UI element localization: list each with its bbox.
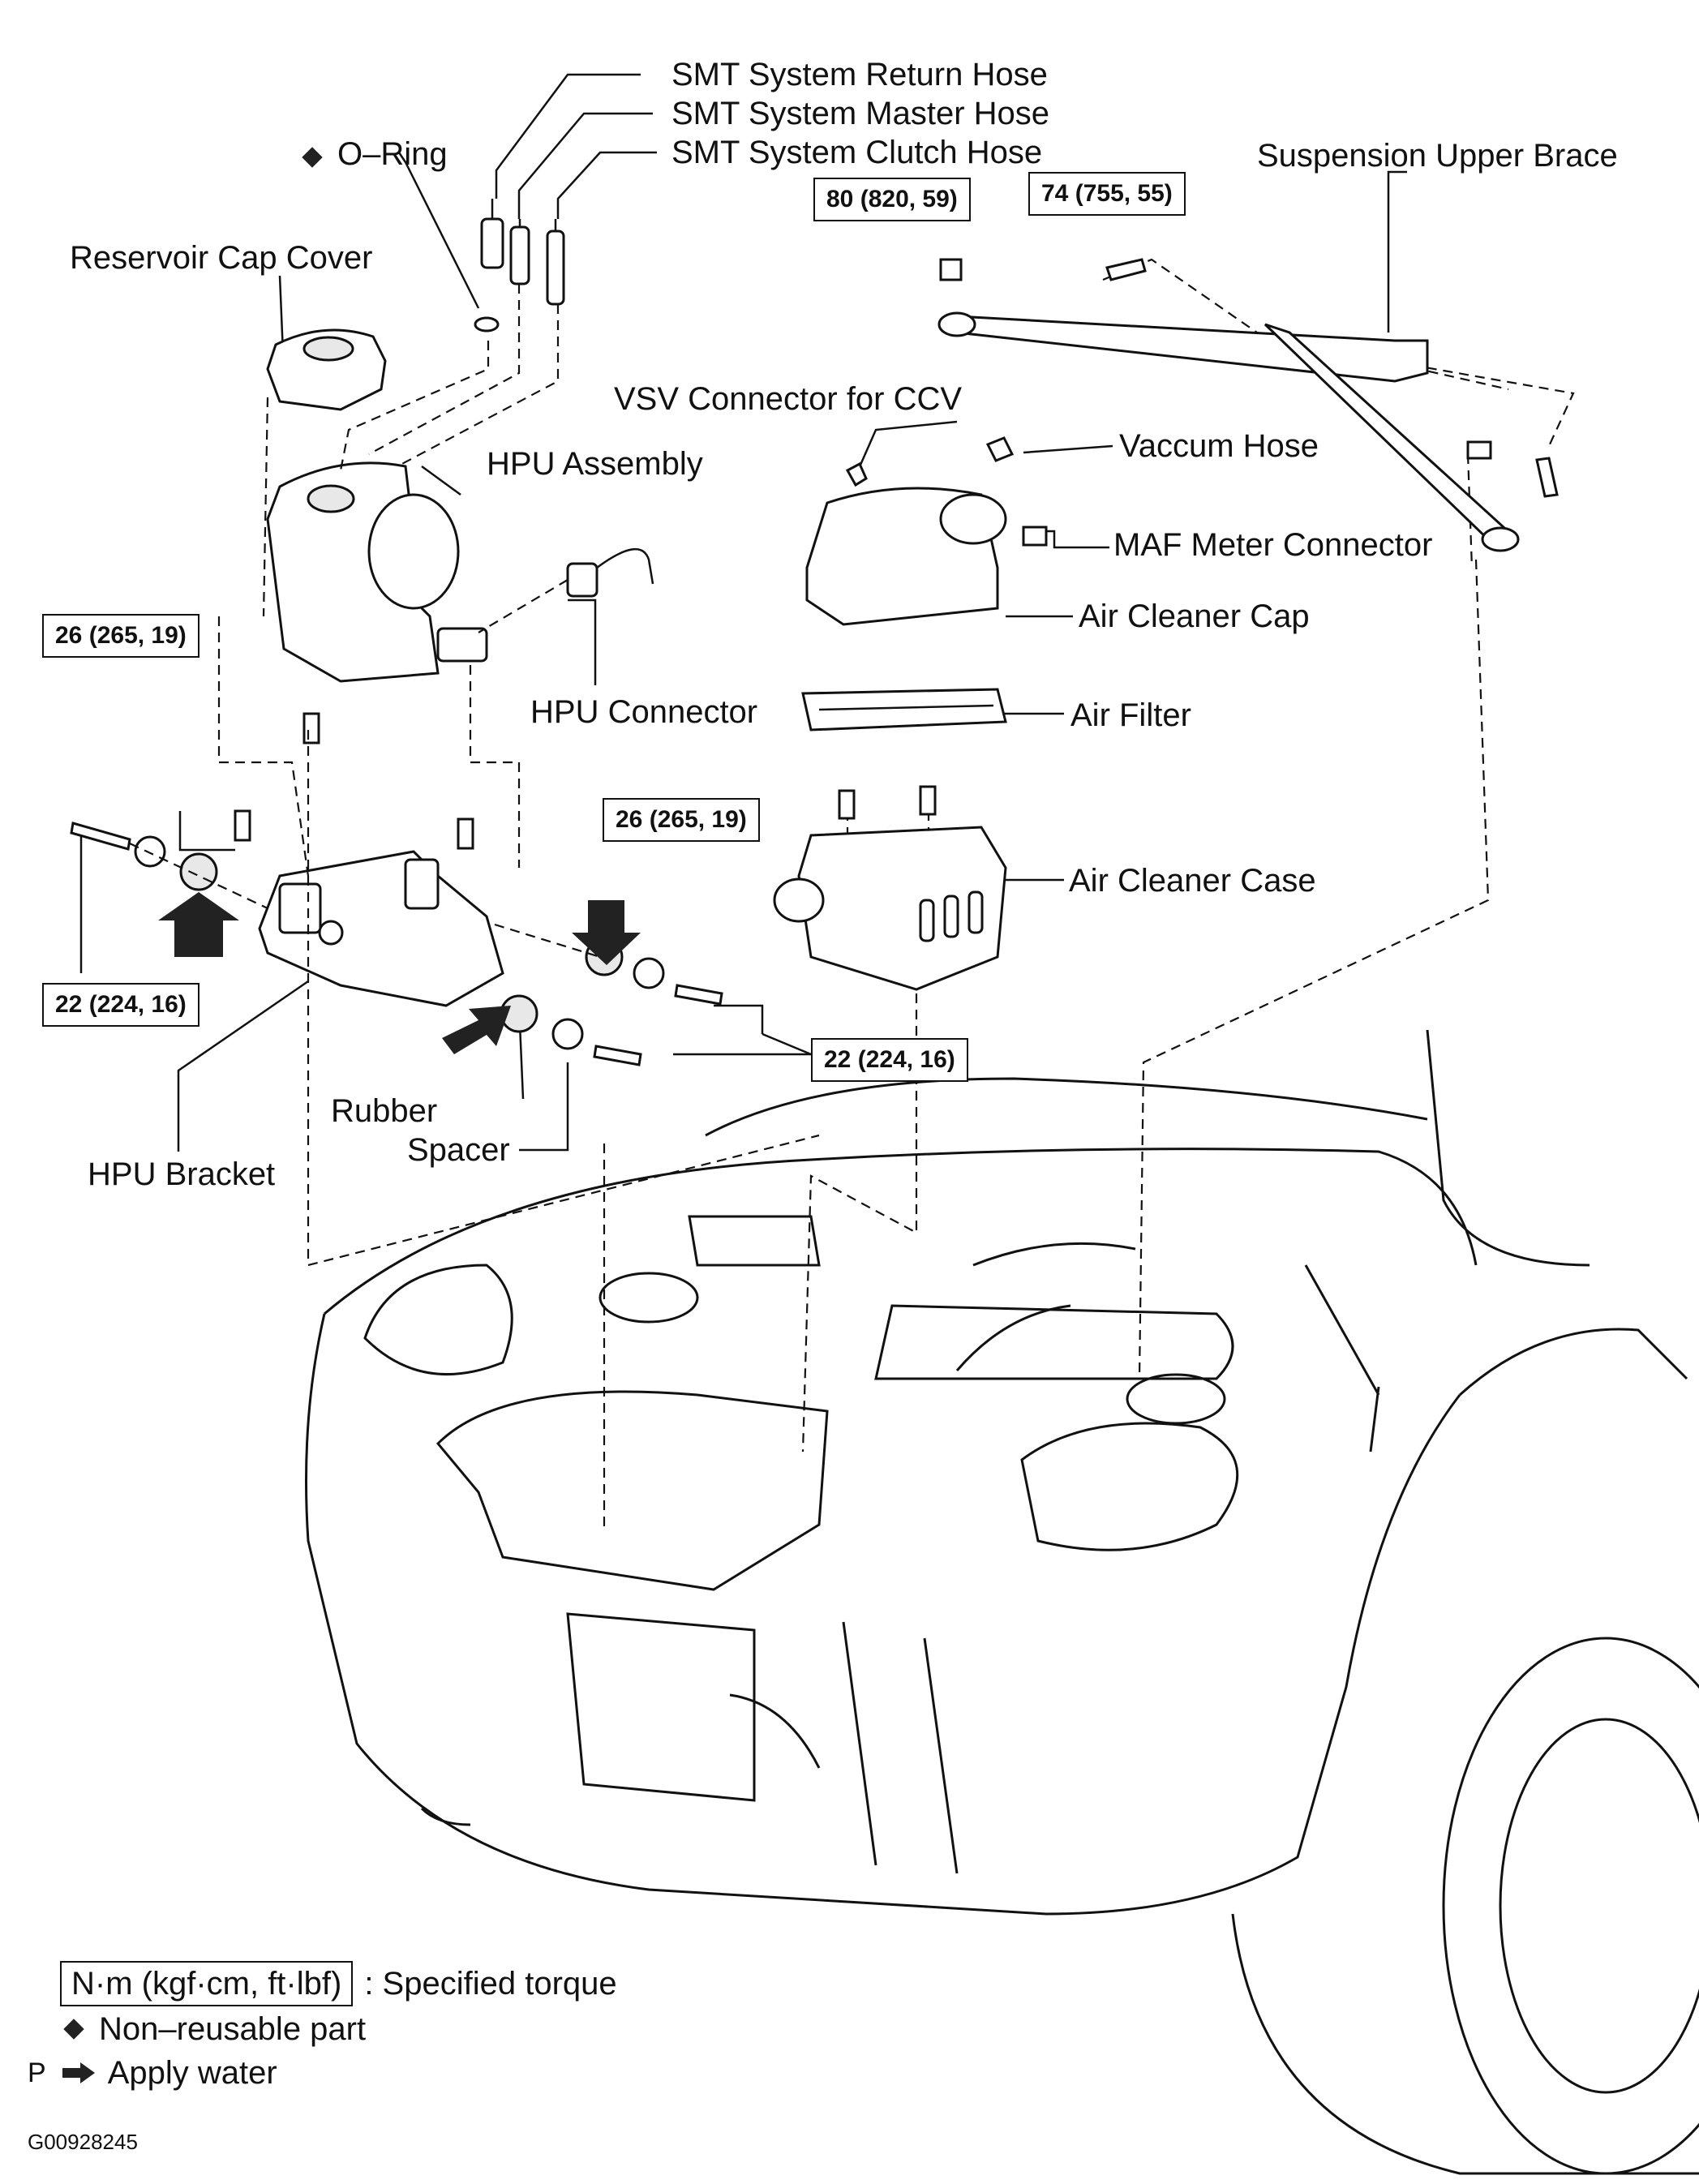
air-cleaner [773, 436, 1048, 991]
air-filter-label: Air Filter [1070, 697, 1191, 733]
bolts-rubbers [70, 712, 723, 1066]
reservoir-cap-cover-label: Reservoir Cap Cover [70, 240, 373, 276]
p-marker: P [28, 2057, 46, 2088]
smt-clutch-hose-label: SMT System Clutch Hose [671, 135, 1043, 170]
legend-nonreusable: Non–reusable part [60, 2013, 366, 2045]
rubber-label: Rubber [331, 1093, 438, 1129]
air-filter-icon [801, 688, 1007, 732]
reservoir-cap-cover [266, 328, 387, 411]
air-cleaner-cap-label: Air Cleaner Cap [1079, 599, 1310, 634]
vsv-connector-label: VSV Connector for CCV [614, 381, 963, 417]
legend-torque: N·m (kgf·cm, ft·lbf) : Specified torque [60, 1961, 617, 2006]
hpu-assembly-label: HPU Assembly [487, 446, 703, 482]
smt-master-hose-label: SMT System Master Hose [671, 96, 1050, 131]
legend-torque-desc: : Specified torque [364, 1966, 617, 2002]
hose-leaders [79, 73, 1407, 1152]
torque-box-26-right: 26 (265, 19) [603, 798, 760, 842]
torque-box-26-left: 26 (265, 19) [42, 614, 200, 658]
suspension-upper-brace [937, 258, 1559, 552]
torque-box-22-left: 22 (224, 16) [42, 983, 200, 1027]
hpu-bracket [258, 850, 504, 1007]
oring-icon [474, 316, 500, 333]
oring-label: O–Ring [298, 138, 448, 170]
hpu-connector-icon [566, 562, 599, 598]
smt-return-hose-label: SMT System Return Hose [671, 57, 1048, 92]
air-cleaner-case-label: Air Cleaner Case [1069, 863, 1316, 899]
torque-box-74: 74 (755, 55) [1028, 172, 1186, 216]
torque-box-22-right: 22 (224, 16) [811, 1038, 968, 1082]
filled-diamond-icon [63, 2019, 84, 2040]
smt-hoses [474, 199, 565, 333]
legend-torque-unit: N·m (kgf·cm, ft·lbf) [60, 1961, 354, 2006]
bold-arrow-icon [572, 900, 641, 965]
legend-water: P Apply water [28, 2055, 277, 2091]
filled-diamond-icon [302, 147, 323, 168]
figure-id: G00928245 [28, 2130, 138, 2154]
bold-arrow-icon [442, 1006, 511, 1054]
arrow-right-icon [62, 2062, 95, 2083]
bold-arrow-icon [158, 892, 239, 957]
vacuum-hose-label: Vaccum Hose [1119, 428, 1319, 464]
car-body [305, 1029, 1699, 2175]
maf-meter-connector-label: MAF Meter Connector [1113, 527, 1433, 563]
suspension-upper-brace-label: Suspension Upper Brace [1257, 138, 1618, 174]
hpu-assembly [266, 461, 654, 683]
hpu-bracket-label: HPU Bracket [88, 1156, 276, 1192]
hpu-connector-label: HPU Connector [530, 694, 758, 730]
torque-box-80: 80 (820, 59) [813, 178, 971, 221]
spacer-label: Spacer [407, 1132, 510, 1168]
